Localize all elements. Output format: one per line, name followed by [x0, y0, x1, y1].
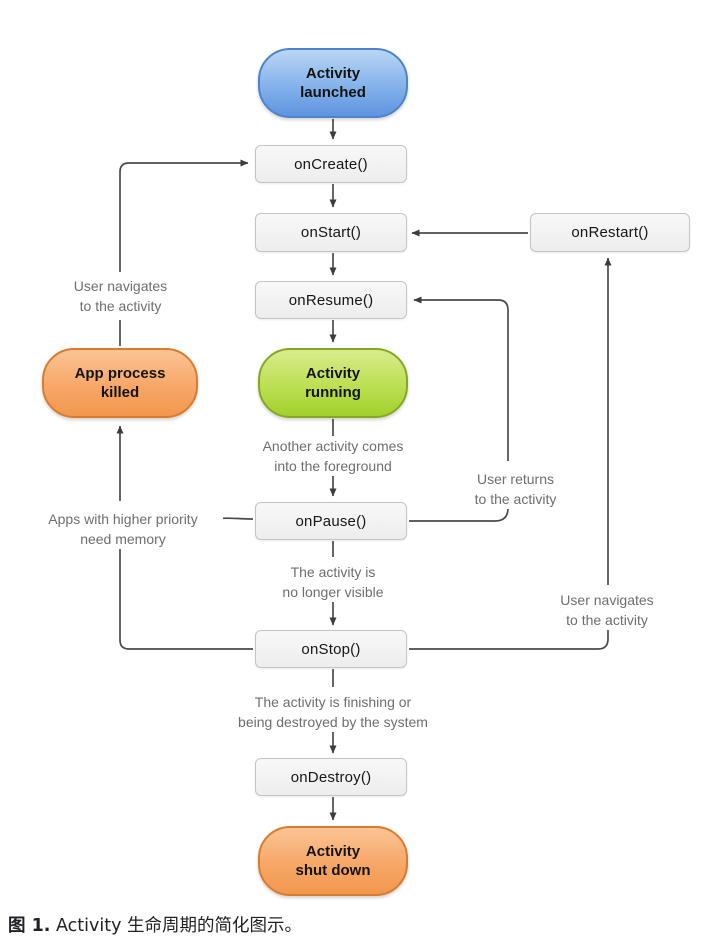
node-ondestroy: onDestroy(): [255, 758, 407, 796]
figure-caption-label: 图 1.: [8, 916, 51, 936]
node-onrestart: onRestart(): [530, 213, 690, 252]
node-onpause: onPause(): [255, 502, 407, 540]
annotation-user-navigates-right: User navigates to the activity: [512, 590, 702, 630]
annotation-activity-finishing: The activity is finishing or being destr…: [208, 692, 458, 732]
node-app-process-killed: App process killed: [42, 348, 198, 418]
node-activity-launched: Activity launched: [258, 48, 408, 118]
figure-caption: 图 1. Activity 生命周期的简化图示。: [8, 912, 302, 937]
line-onstop-to-killed-lower: [119, 549, 253, 650]
node-onstop: onStop(): [255, 630, 407, 668]
annotation-apps-higher-priority: Apps with higher priority need memory: [23, 509, 223, 549]
annotation-another-activity-foreground: Another activity comes into the foregrou…: [233, 436, 433, 476]
node-oncreate: onCreate(): [255, 145, 407, 183]
arrow-killed-to-oncreate: [119, 159, 249, 272]
annotation-user-navigates-left: User navigates to the activity: [28, 276, 213, 316]
arrow-into-onresume: [413, 296, 509, 461]
annotation-no-longer-visible: The activity is no longer visible: [233, 562, 433, 602]
figure-caption-text: Activity 生命周期的简化图示。: [50, 916, 302, 936]
line-onstop-to-onrestart-lower: [409, 630, 609, 650]
annotation-user-returns: User returns to the activity: [428, 469, 603, 509]
node-activity-shut-down: Activity shut down: [258, 826, 408, 896]
node-onresume: onResume(): [255, 281, 407, 319]
node-activity-running: Activity running: [258, 348, 408, 418]
node-onstart: onStart(): [255, 213, 407, 252]
